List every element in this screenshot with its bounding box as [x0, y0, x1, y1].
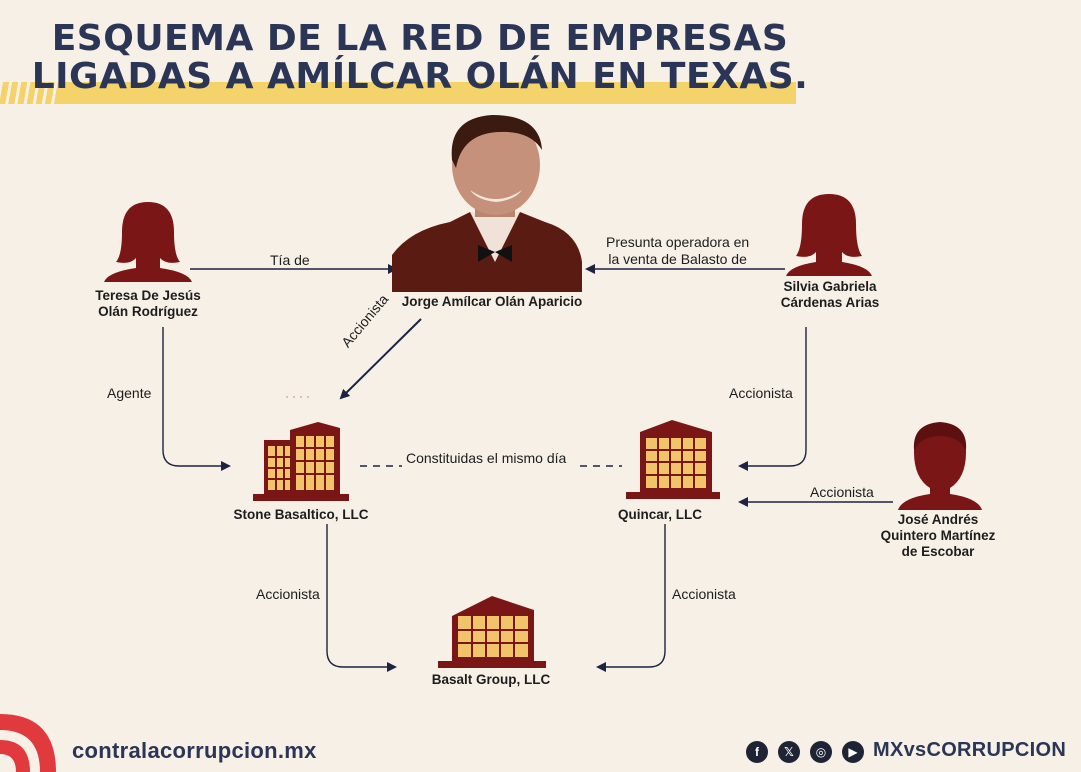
- edge-teresa-stone: [162, 327, 231, 471]
- quincar-building-icon: [626, 420, 720, 499]
- edge-label-presunta-line-1: Presunta operadora en: [606, 234, 750, 250]
- title-line-2: LIGADAS A AMÍLCAR OLÁN EN TEXAS.: [31, 56, 809, 97]
- facebook-icon[interactable]: f: [746, 741, 768, 763]
- jose-avatar: [898, 422, 982, 510]
- edge-label-constituidas: Constituidas el mismo día: [406, 450, 567, 466]
- node-teresa-line-1: Teresa De Jesús: [95, 288, 201, 303]
- node-jose-line-3: de Escobar: [901, 544, 975, 559]
- x-twitter-icon[interactable]: 𝕏: [778, 741, 800, 763]
- node-jose-line-1: José Andrés: [897, 512, 979, 527]
- stone-building-icon: [253, 422, 349, 501]
- brand-logo-icon: [0, 714, 56, 772]
- node-quincar: Quincar, LLC: [617, 507, 702, 522]
- instagram-icon[interactable]: ◎: [810, 741, 832, 763]
- edge-label-accionista-jose: Accionista: [810, 484, 874, 500]
- edge-silvia-quincar: [738, 327, 807, 471]
- edge-label-accionista-quincar: Accionista: [672, 586, 736, 602]
- silvia-avatar: [786, 194, 872, 276]
- node-teresa: Teresa De Jesús Olán Rodríguez: [78, 288, 218, 320]
- node-silvia: Silvia Gabriela Cárdenas Arias: [760, 279, 900, 311]
- edge-jorge-stone: [339, 318, 422, 400]
- jorge-photo: [392, 115, 582, 292]
- node-jorge: Jorge Amílcar Olán Aparicio: [401, 294, 583, 309]
- edge-label-presunta: Presunta operadora en la venta de Balast…: [606, 234, 749, 268]
- edge-label-accionista-stone: Accionista: [256, 586, 320, 602]
- edge-label-agente: Agente: [107, 385, 152, 401]
- node-teresa-line-2: Olán Rodríguez: [98, 304, 198, 319]
- title-block: ESQUEMA DE LA RED DE EMPRESAS LIGADAS A …: [0, 12, 1081, 104]
- social-handle[interactable]: MXvsCORRUPCION: [873, 739, 1067, 761]
- edge-label-tia-de: Tía de: [270, 252, 310, 268]
- title-line-1: ESQUEMA DE LA RED DE EMPRESAS: [51, 18, 789, 59]
- node-basalt: Basalt Group, LLC: [431, 672, 551, 687]
- title-highlight: [0, 82, 796, 104]
- edge-quincar-basalt: [596, 524, 666, 672]
- footer: contralacorrupcion.mx f 𝕏 ◎ ▶ MXvsCORRUP…: [0, 705, 1081, 772]
- node-silvia-line-2: Cárdenas Arias: [780, 295, 880, 310]
- node-jose-line-2: Quintero Martínez: [880, 528, 996, 543]
- site-link[interactable]: contralacorrupcion.mx: [72, 738, 317, 763]
- edge-label-presunta-line-2: la venta de Balasto de: [608, 251, 747, 267]
- basalt-building-icon: [438, 596, 546, 668]
- teresa-avatar: [104, 202, 192, 282]
- edge-label-accionista-silvia: Accionista: [729, 385, 793, 401]
- youtube-icon[interactable]: ▶: [842, 741, 864, 763]
- node-stone: Stone Basaltico, LLC: [233, 507, 369, 522]
- node-jose: José Andrés Quintero Martínez de Escobar: [868, 512, 1008, 560]
- edge-stone-basalt: [326, 524, 397, 672]
- node-silvia-line-1: Silvia Gabriela: [783, 279, 877, 294]
